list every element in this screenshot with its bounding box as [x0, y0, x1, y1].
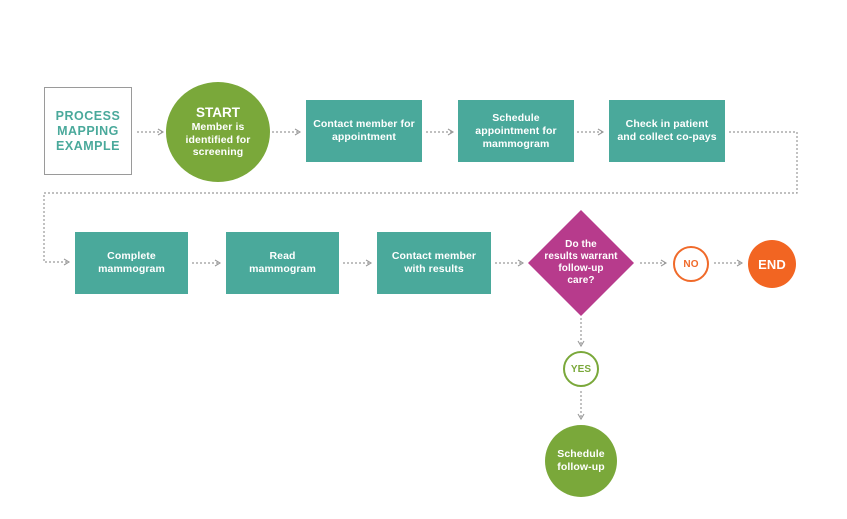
- decision-diamond: [528, 210, 634, 316]
- schedule-appointment-box: Schedule appointment for mammogram: [458, 100, 574, 162]
- decision-label: Do the results warrant follow-up care?: [544, 239, 618, 286]
- no-label: NO: [683, 258, 699, 270]
- end-label: END: [758, 256, 786, 272]
- read-mammogram-label: Read mammogram: [249, 250, 316, 275]
- end-node: END: [748, 240, 796, 288]
- contact-member-appointment-box: Contact member for appointment: [306, 100, 422, 162]
- contact-member-results-label: Contact member with results: [391, 250, 477, 275]
- schedule-follow-up-label: Schedule follow-up: [557, 448, 605, 473]
- connector-checkin-to-complete: [43, 131, 798, 266]
- complete-mammogram-box: Complete mammogram: [75, 232, 188, 294]
- complete-mammogram-label: Complete mammogram: [98, 250, 165, 275]
- yes-label: YES: [570, 363, 592, 375]
- contact-member-appointment-label: Contact member for appointment: [313, 118, 415, 143]
- contact-member-results-box: Contact member with results: [377, 232, 491, 294]
- schedule-appointment-label: Schedule appointment for mammogram: [475, 111, 557, 150]
- check-in-patient-box: Check in patient and collect co-pays: [609, 100, 725, 162]
- start-node: START Member is identified for screening: [166, 82, 270, 182]
- process-title: PROCESS MAPPING EXAMPLE: [55, 108, 121, 153]
- yes-node: YES: [563, 351, 599, 387]
- process-title-box: PROCESS MAPPING EXAMPLE: [44, 87, 132, 175]
- no-node: NO: [673, 246, 709, 282]
- start-title: START: [196, 105, 240, 121]
- start-description: Member is identified for screening: [185, 121, 251, 159]
- read-mammogram-box: Read mammogram: [226, 232, 339, 294]
- decision-node: Do the results warrant follow-up care?: [528, 222, 634, 304]
- schedule-follow-up-node: Schedule follow-up: [545, 425, 617, 497]
- check-in-patient-label: Check in patient and collect co-pays: [617, 118, 717, 143]
